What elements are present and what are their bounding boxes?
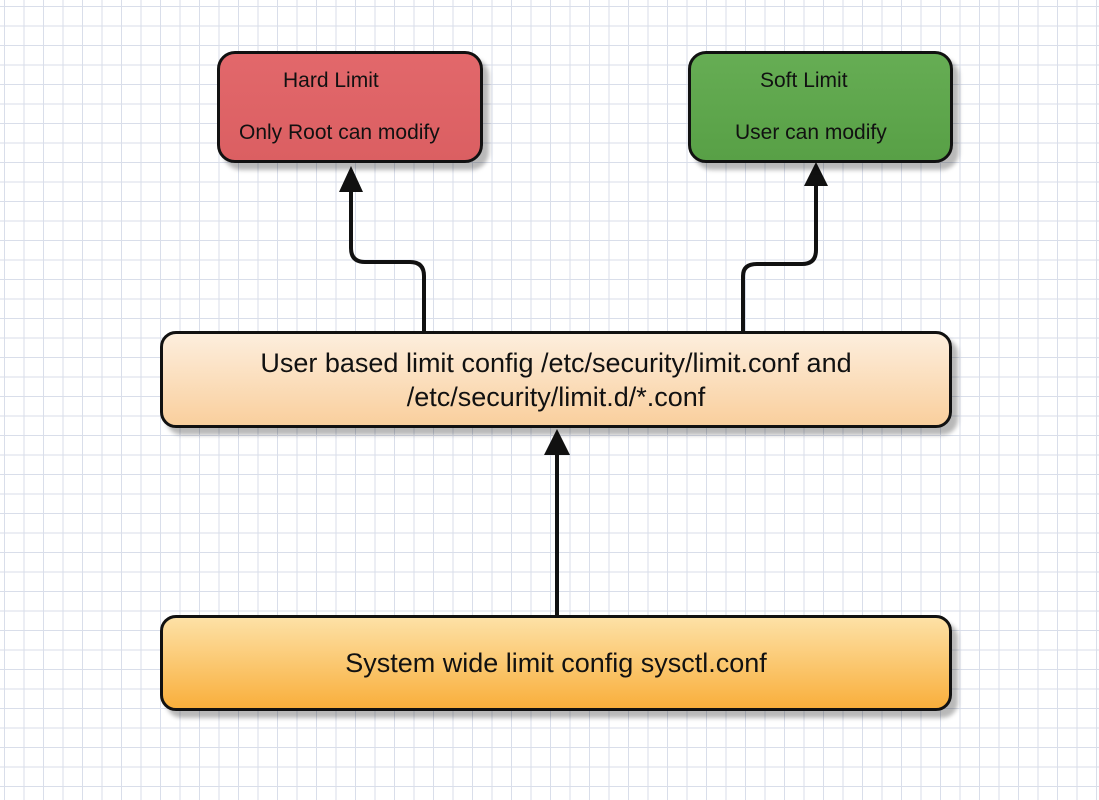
hard-limit-box: Hard Limit Only Root can modify — [217, 51, 483, 163]
user-config-line-2: /etc/security/limit.d/*.conf — [406, 382, 706, 412]
hard-limit-subtitle: Only Root can modify — [239, 121, 440, 144]
arrowhead-hard-icon — [339, 166, 363, 192]
system-config-text: System wide limit config sysctl.conf — [345, 648, 767, 678]
user-config-text: User based limit config /etc/security/li… — [163, 346, 949, 414]
user-config-box: User based limit config /etc/security/li… — [160, 331, 952, 428]
soft-limit-subtitle: User can modify — [735, 121, 887, 144]
arrow-user-to-soft — [741, 186, 818, 331]
user-config-line-1: User based limit config /etc/security/li… — [260, 348, 852, 378]
arrow-user-to-hard — [349, 192, 426, 331]
soft-limit-title: Soft Limit — [760, 69, 848, 92]
system-config-box: System wide limit config sysctl.conf — [160, 615, 952, 711]
soft-limit-box: Soft Limit User can modify — [688, 51, 953, 163]
arrowhead-user-icon — [544, 429, 570, 455]
hard-limit-title: Hard Limit — [283, 69, 379, 92]
arrowhead-soft-icon — [804, 162, 828, 186]
